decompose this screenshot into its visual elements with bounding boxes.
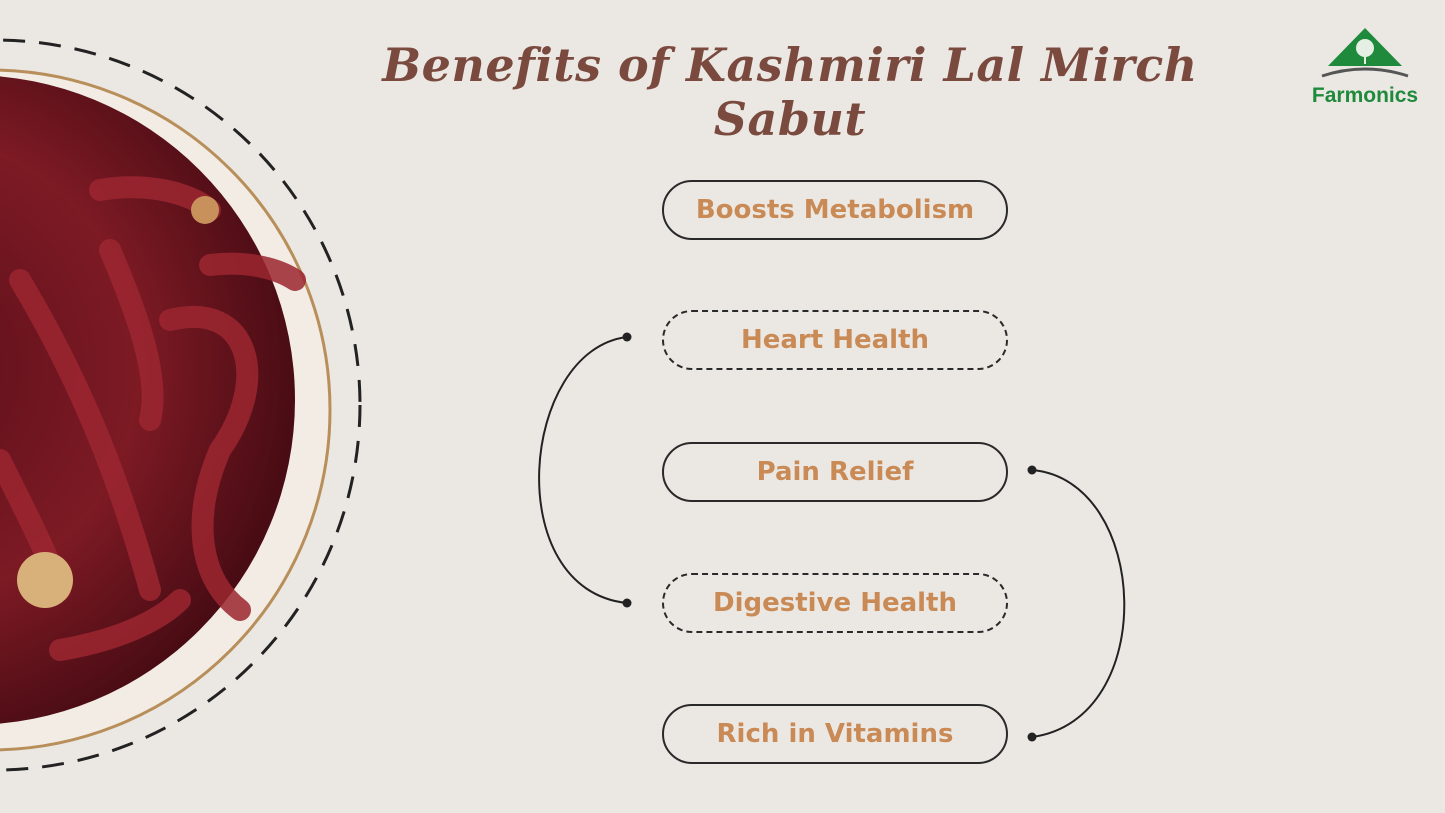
chili-bowl-image: [0, 68, 332, 752]
connector-left: [538, 332, 632, 608]
connector-right: [1027, 465, 1126, 742]
logo-name: Farmonics: [1311, 84, 1419, 107]
benefit-rich-in-vitamins: Rich in Vitamins: [662, 704, 1008, 764]
page-title: Benefits of Kashmiri Lal Mirch Sabut: [382, 38, 1198, 146]
dashed-ring: [0, 38, 362, 772]
benefit-digestive-health: Digestive Health: [662, 573, 1008, 633]
benefit-boosts-metabolism: Boosts Metabolism: [662, 180, 1008, 240]
tree-logo-icon: [1321, 28, 1409, 78]
farmonics-logo: Farmonics: [1300, 26, 1430, 108]
benefit-heart-health: Heart Health: [662, 310, 1008, 370]
benefit-pain-relief: Pain Relief: [662, 442, 1008, 502]
